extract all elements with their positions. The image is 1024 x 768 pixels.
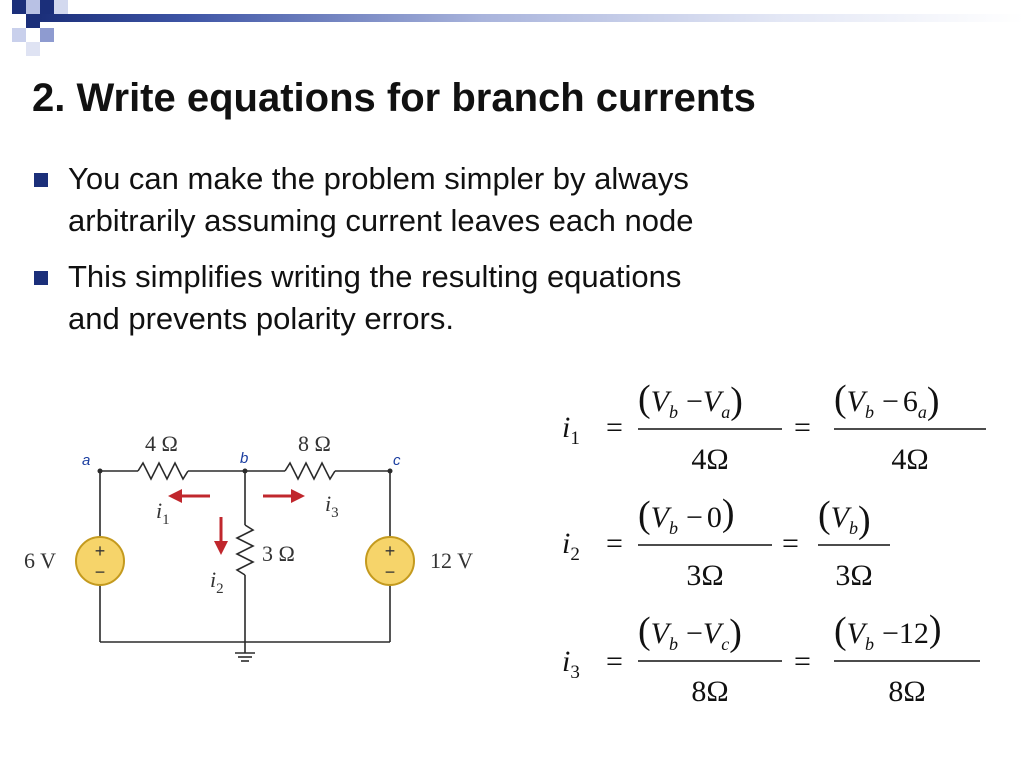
bullet-text-line: This simplifies writing the resulting eq… [68, 259, 682, 294]
eq2-denominator-1: 3Ω [686, 559, 723, 592]
eq3-numerator-2: (Vb−12) [834, 608, 942, 654]
bullet-text-line: arbitrarily assuming current leaves each… [68, 203, 694, 238]
resistor-8-label: 8 Ω [298, 431, 331, 456]
eq3-denominator-2: 8Ω [888, 675, 925, 708]
voltage-source-right [365, 536, 415, 586]
source-right-label: 12 V [430, 548, 473, 573]
bullet-list: You can make the problem simpler by alwa… [30, 158, 910, 354]
branch-current-equations: i1 = (Vb−Va) 4Ω = (Vb−6a) 4Ω i2 = (Vb−0)… [562, 378, 986, 708]
eq2-lhs: i2 [562, 527, 580, 565]
equation-i1: i1 = (Vb−Va) 4Ω = (Vb−6a) 4Ω [562, 378, 986, 476]
eq3-denominator-1: 8Ω [691, 675, 728, 708]
circuit-diagram: + − + − 6 V 12 V 4 Ω 8 Ω 3 Ω a b c i1 i2… [24, 431, 473, 662]
bullet-item: You can make the problem simpler by alwa… [30, 158, 910, 242]
resistor-3-label: 3 Ω [262, 541, 295, 566]
header-square-6 [12, 28, 26, 42]
current-arrow-i1 [168, 489, 210, 503]
header-square-2 [26, 0, 40, 14]
header-square-4 [54, 0, 68, 14]
node-c-dot [387, 468, 393, 474]
voltage-source-left [75, 536, 125, 586]
eq2-numerator-1: (Vb−0) [638, 492, 735, 538]
eq1-lhs: i1 [562, 411, 580, 449]
eq1-numerator-2: (Vb−6a) [834, 378, 940, 422]
eq2-equals-2: = [782, 527, 799, 560]
source-left-label: 6 V [24, 548, 56, 573]
resistor-4-label: 4 Ω [145, 431, 178, 456]
header-square-8 [26, 42, 40, 56]
node-c-label: c [393, 452, 401, 469]
eq1-equals-2: = [794, 411, 811, 444]
equation-i2: i2 = (Vb−0) 3Ω = (Vb) 3Ω [562, 492, 890, 592]
node-b-label: b [240, 450, 248, 467]
header-square-7 [40, 28, 54, 42]
node-a-dot [97, 468, 103, 474]
bullet-text-line: and prevents polarity errors. [68, 301, 454, 336]
square-bullet-icon [34, 173, 48, 187]
current-label-i1: i1 [156, 498, 170, 528]
current-label-i3: i3 [325, 491, 339, 521]
eq3-numerator-1: (Vb−Vc) [638, 610, 742, 654]
bullet-text-line: You can make the problem simpler by alwa… [68, 161, 689, 196]
current-label-i2: i2 [210, 567, 224, 597]
node-a-label: a [82, 452, 90, 469]
eq1-numerator-1: (Vb−Va) [638, 378, 743, 422]
eq2-numerator-2: (Vb) [818, 494, 871, 541]
header-gradient-bar [40, 14, 1024, 22]
equation-i3: i3 = (Vb−Vc) 8Ω = (Vb−12) 8Ω [562, 608, 980, 708]
eq2-denominator-2: 3Ω [835, 559, 872, 592]
minus-sign: − [95, 562, 106, 582]
current-arrow-i3 [263, 489, 305, 503]
minus-sign: − [385, 562, 396, 582]
square-bullet-icon [34, 271, 48, 285]
plus-sign: + [385, 541, 396, 561]
current-arrow-i2 [214, 517, 228, 555]
eq1-equals-1: = [606, 411, 623, 444]
eq1-denominator-2: 4Ω [891, 443, 928, 476]
eq3-equals-2: = [794, 645, 811, 678]
header-square-5 [26, 14, 40, 28]
node-b-dot [242, 468, 248, 474]
eq3-equals-1: = [606, 645, 623, 678]
bullet-item: This simplifies writing the resulting eq… [30, 256, 910, 340]
plus-sign: + [95, 541, 106, 561]
header-square-1 [12, 0, 26, 14]
eq1-denominator-1: 4Ω [691, 443, 728, 476]
slide-title: 2. Write equations for branch currents [32, 76, 756, 120]
circuit-wires [99, 461, 391, 662]
header-square-3 [40, 0, 54, 14]
eq2-equals-1: = [606, 527, 623, 560]
eq3-lhs: i3 [562, 645, 580, 683]
